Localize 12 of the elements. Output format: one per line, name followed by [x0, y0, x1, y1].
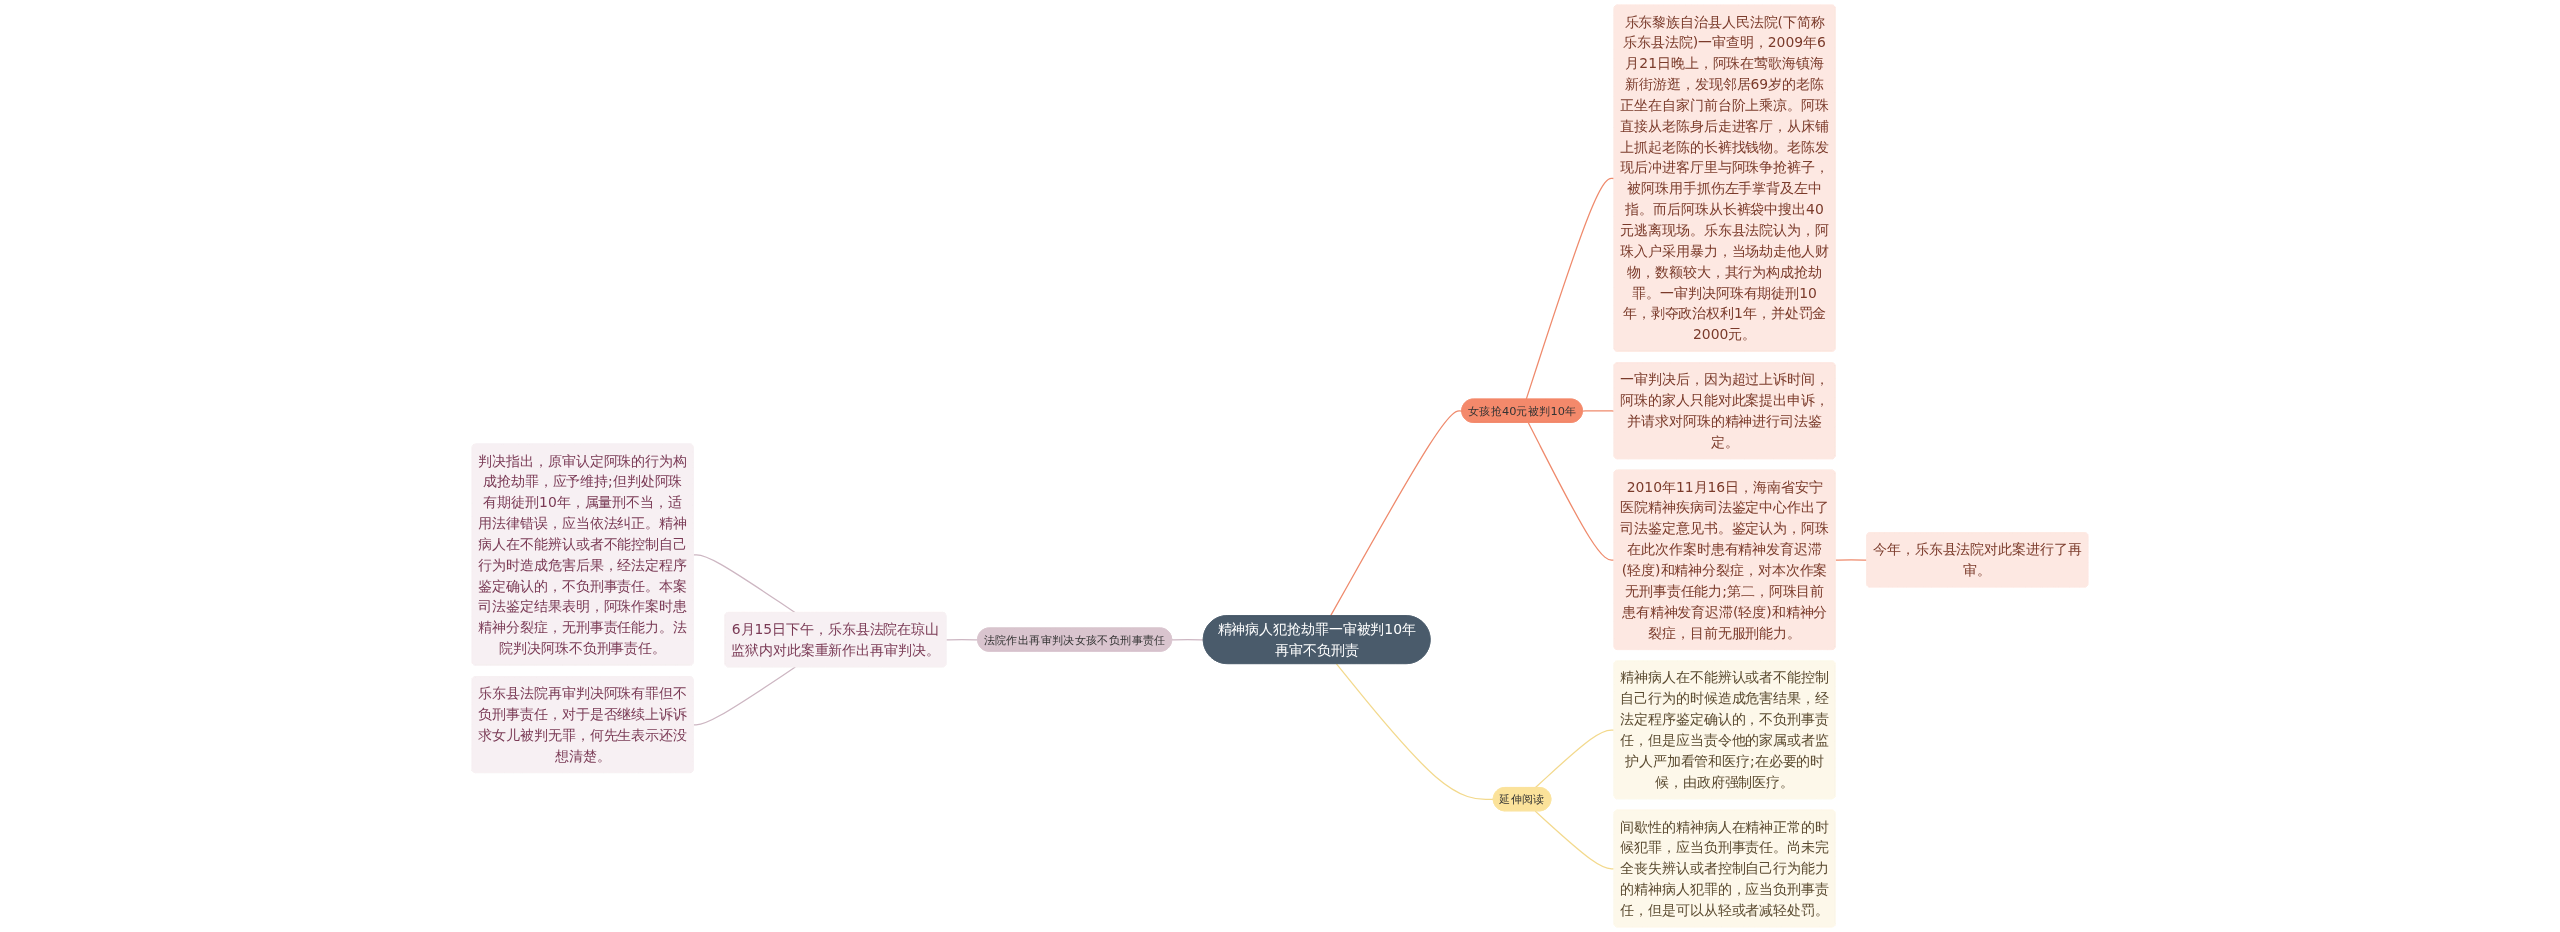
connector — [1171, 639, 1205, 641]
connector — [692, 554, 796, 614]
connector — [1527, 422, 1615, 561]
connector — [945, 639, 979, 641]
connector — [1525, 177, 1615, 400]
connector — [1335, 663, 1495, 801]
connector — [692, 666, 796, 726]
connector — [1534, 810, 1615, 870]
connector — [1834, 559, 1868, 561]
connector — [1329, 410, 1463, 617]
connector — [1534, 729, 1615, 789]
connector — [1582, 410, 1615, 412]
